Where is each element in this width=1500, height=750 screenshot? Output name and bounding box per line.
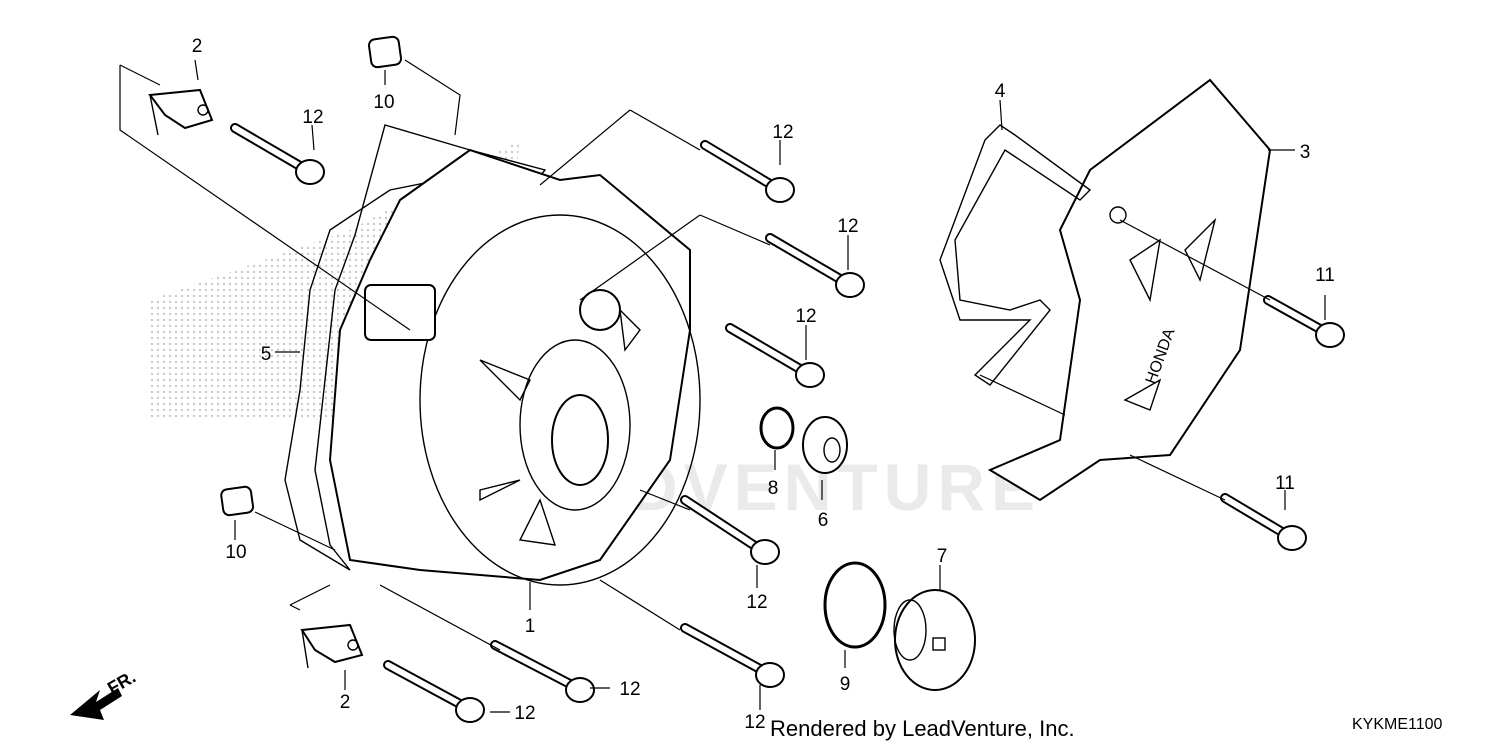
callout-c7: 7 <box>937 546 948 567</box>
callout-c12g: 12 <box>514 703 535 724</box>
callout-c5: 5 <box>261 344 272 365</box>
render-credit: Rendered by LeadVenture, Inc. <box>770 716 1075 741</box>
left-crankcase-cover <box>328 148 701 586</box>
bolts <box>230 123 1345 723</box>
callout-c12b: 12 <box>772 122 793 143</box>
o-ring-large <box>823 561 887 649</box>
callout-c11b: 11 <box>1275 473 1295 494</box>
callout-c9: 9 <box>840 674 851 695</box>
sprocket-cover: HONDA <box>987 78 1272 502</box>
plug-small <box>802 416 848 474</box>
plug-large <box>893 589 976 691</box>
callout-c2b: 2 <box>340 692 351 713</box>
dowel-pin-lower <box>220 485 255 517</box>
bolt-12-upper-left <box>230 123 325 185</box>
callout-c11a: 11 <box>1315 265 1335 286</box>
callout-c2a: 2 <box>192 36 203 57</box>
bolt-11-lower <box>1220 493 1307 551</box>
clamp-upper <box>148 88 214 136</box>
bolt-12-bottom-right <box>680 623 785 688</box>
bolt-12-bottom-left <box>383 660 485 723</box>
clamp-lower <box>300 623 364 669</box>
bolt-12-mid <box>725 323 825 388</box>
callout-c8: 8 <box>768 478 779 499</box>
callout-c12f: 12 <box>619 679 640 700</box>
callout-c12e: 12 <box>746 592 767 613</box>
callout-c12d: 12 <box>795 306 816 327</box>
bolt-12-bottom-center <box>490 640 595 703</box>
callout-c12c: 12 <box>837 216 858 237</box>
diagram-code: KYKME1100 <box>1352 716 1443 733</box>
o-ring-small <box>759 406 795 450</box>
leader-lines <box>119 59 1326 713</box>
callout-c12a: 12 <box>302 107 323 128</box>
callout-c10b: 10 <box>225 542 246 563</box>
callout-c6: 6 <box>818 510 829 531</box>
bolt-12-lower-mid <box>680 495 780 565</box>
callout-c10a: 10 <box>373 92 394 113</box>
bolt-11-upper <box>1263 295 1345 348</box>
front-direction-arrow: FR. <box>70 667 139 720</box>
callout-c3: 3 <box>1300 142 1311 163</box>
bolt-12-top <box>700 140 795 203</box>
dowel-pin-upper <box>367 35 403 69</box>
callout-c1: 1 <box>525 616 536 637</box>
callout-c12h: 12 <box>744 712 765 733</box>
bolt-12-mid-upper <box>765 233 865 298</box>
callout-c4: 4 <box>995 81 1006 102</box>
cover-gasket-outline <box>939 124 1092 386</box>
